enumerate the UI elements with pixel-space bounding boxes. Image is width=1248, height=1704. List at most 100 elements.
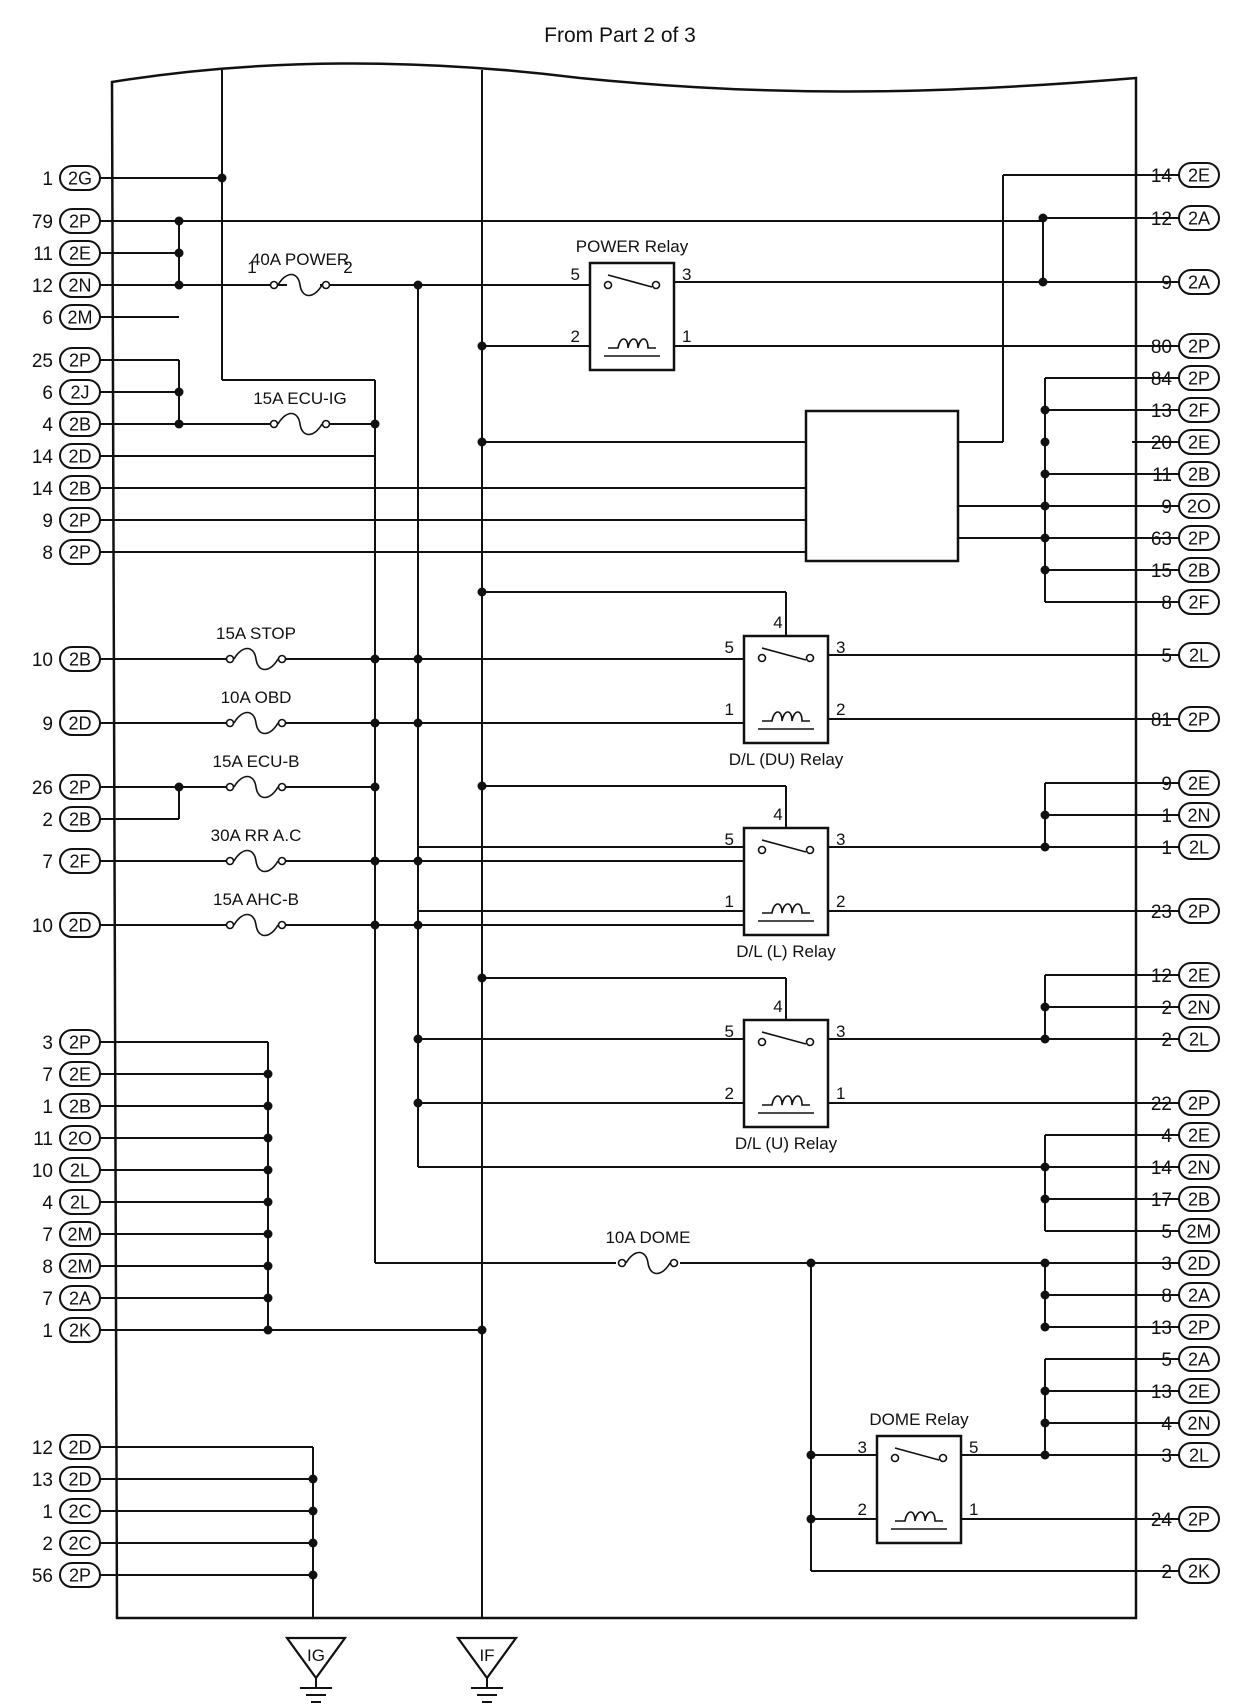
relay-contact xyxy=(757,653,767,663)
pin-number: 10 xyxy=(32,1161,53,1182)
control-unit-block xyxy=(804,409,960,563)
connector-code: 2L xyxy=(70,1193,90,1213)
connector-code: 2M xyxy=(1186,1222,1211,1242)
relay-pin-number: 1 xyxy=(682,327,691,346)
pin-number: 13 xyxy=(1151,1318,1172,1339)
ground-1: IF xyxy=(455,1636,519,1703)
left-pin-7: 2B4 xyxy=(42,411,114,437)
relay-label: POWER Relay xyxy=(576,237,689,256)
splice-dot xyxy=(1040,1418,1050,1428)
right-pin-12: 2L5 xyxy=(1132,642,1220,668)
pin-number: 12 xyxy=(32,276,53,297)
pin-number: 80 xyxy=(1151,337,1172,358)
relay-contact xyxy=(805,653,815,663)
splice-dot xyxy=(413,1098,423,1108)
pin-number: 4 xyxy=(42,415,53,436)
splice-dot xyxy=(1038,213,1048,223)
splice-dot xyxy=(308,1474,318,1484)
fuse-4: 15A ECU-B xyxy=(213,752,299,799)
pin-number: 14 xyxy=(32,447,54,468)
pin-number: 3 xyxy=(42,1033,53,1054)
right-pin-14: 2E9 xyxy=(1132,770,1220,796)
connector-code: 2P xyxy=(69,543,91,563)
relay-label: D/L (U) Relay xyxy=(735,1134,838,1153)
pin-number: 1 xyxy=(42,1097,53,1118)
pin-number: 24 xyxy=(1151,1510,1173,1531)
pin-number: 1 xyxy=(1161,806,1172,827)
relay-pin-number: 4 xyxy=(773,805,782,824)
connector-code: 2D xyxy=(68,1470,91,1490)
connector-code: 2E xyxy=(1188,774,1210,794)
fuse-terminal xyxy=(225,654,235,664)
connector-code: 2C xyxy=(68,1534,91,1554)
pin-number: 56 xyxy=(32,1566,53,1587)
left-pin-10: 2P9 xyxy=(42,507,114,533)
pin-number: 6 xyxy=(42,308,53,329)
connector-code: 2P xyxy=(1188,369,1210,389)
connector-code: 2F xyxy=(69,852,90,872)
connector-code: 2L xyxy=(1189,1030,1209,1050)
connector-code: 2A xyxy=(1188,1286,1210,1306)
left-pin-20: 2B 1 xyxy=(42,1093,114,1119)
pin-number: 23 xyxy=(1151,902,1172,923)
splice-dot xyxy=(1040,437,1050,447)
connector-code: 2B xyxy=(69,479,91,499)
fuse-6: 15A AHC-B xyxy=(213,890,299,937)
splice-dot xyxy=(263,1133,273,1143)
pin-number: 8 xyxy=(1161,1286,1172,1307)
fuse-terminal xyxy=(225,856,235,866)
pin-number: 13 xyxy=(32,1470,53,1491)
fuse-element xyxy=(233,647,279,671)
connector-code: 2B xyxy=(69,1097,91,1117)
pin-number: 4 xyxy=(1161,1126,1172,1147)
relay-contact xyxy=(805,845,815,855)
relay-pin-number: 1 xyxy=(969,1500,978,1519)
connector-code: 2B xyxy=(69,810,91,830)
splice-dot xyxy=(1040,1034,1050,1044)
left-pin-29: 2D 13 xyxy=(32,1466,114,1492)
right-pin-19: 2N2 xyxy=(1132,994,1220,1020)
pin-number: 6 xyxy=(42,383,53,404)
pin-number: 5 xyxy=(1161,1222,1172,1243)
pin-number: 11 xyxy=(1152,465,1172,486)
pin-number: 8 xyxy=(1161,593,1172,614)
connector-code: 2P xyxy=(69,778,91,798)
right-pin-28: 2P 13 xyxy=(1132,1314,1220,1340)
connector-code: 2E xyxy=(1188,1126,1210,1146)
connector-code: 2P xyxy=(1188,1318,1210,1338)
connector-code: 2E xyxy=(1188,966,1210,986)
right-pin-27: 2A 8 xyxy=(1132,1282,1220,1308)
connector-code: 2M xyxy=(67,1257,92,1277)
fuse-terminal xyxy=(669,1258,679,1268)
connector-code: 2P xyxy=(1188,902,1210,922)
fuse-terminal xyxy=(225,782,235,792)
left-pin-23: 2L 4 xyxy=(42,1189,114,1215)
fuse-pin-number: 2 xyxy=(343,258,352,277)
pin-number: 2 xyxy=(42,810,53,831)
connector-code: 2P xyxy=(69,1033,91,1053)
pin-number: 4 xyxy=(42,1193,53,1214)
relay-label: D/L (L) Relay xyxy=(736,942,836,961)
pin-number: 12 xyxy=(32,1438,53,1459)
right-pin-11: 2F8 xyxy=(1132,589,1220,615)
pin-number: 3 xyxy=(1161,1254,1172,1275)
connector-code: 2L xyxy=(1189,646,1209,666)
fuse-terminal xyxy=(321,280,331,290)
fuse-terminal xyxy=(277,920,287,930)
pin-number: 10 xyxy=(32,650,53,671)
diagram-title: From Part 2 of 3 xyxy=(544,24,696,47)
